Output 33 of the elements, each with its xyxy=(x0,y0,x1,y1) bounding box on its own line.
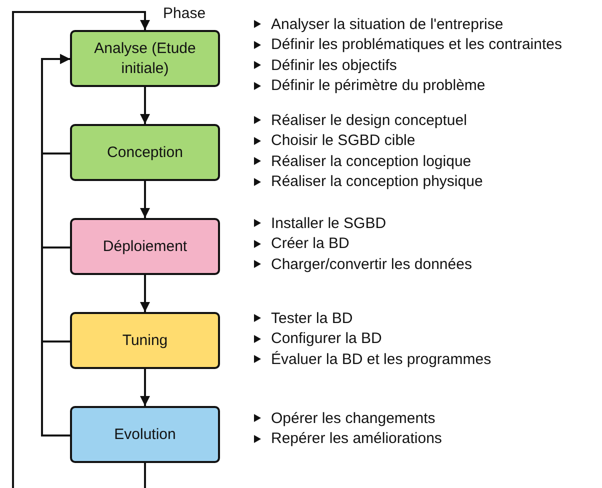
phase-name: Tuning xyxy=(122,330,168,350)
task-text: Réaliser le design conceptuel xyxy=(271,112,467,129)
task-text: Repérer les améliorations xyxy=(271,430,442,448)
task-text: Réaliser la conception physique xyxy=(271,173,483,190)
task-text: Créer la BD xyxy=(271,235,350,252)
task-text: Charger/convertir les données xyxy=(271,256,472,273)
column-heading: Phase xyxy=(163,5,206,22)
task-text: Choisir le SGBD cible xyxy=(271,132,416,150)
task-text: Définir le périmètre du problème xyxy=(271,77,486,94)
arrow xyxy=(140,181,150,218)
process-box xyxy=(70,312,220,369)
arrow xyxy=(140,369,150,406)
phase-name: Evolution xyxy=(114,424,176,444)
arrow xyxy=(12,11,150,488)
process-box xyxy=(70,30,220,87)
arrow xyxy=(140,275,150,312)
process-box xyxy=(70,124,220,181)
task-text: Configurer la BD xyxy=(271,330,382,348)
process-box xyxy=(70,406,220,463)
task-text: Définir les problématiques et les contraintes xyxy=(271,36,562,54)
phase-name: Déploiement xyxy=(102,236,188,256)
task-text: Réaliser la conception logique xyxy=(271,152,472,170)
task-text: Évaluer la BD et les programmes xyxy=(271,350,492,368)
task-text: Opérer les changements xyxy=(271,410,436,427)
phase-name: Conception xyxy=(107,142,183,162)
task-text: Installer le SGBD xyxy=(271,214,386,232)
task-text: Définir les objectifs xyxy=(271,56,397,74)
arrow xyxy=(41,54,70,436)
task-text: Analyser la situation de l'entreprise xyxy=(271,16,504,33)
phase-name: Analyse (Etude initiale) xyxy=(93,38,197,78)
arrow xyxy=(140,87,150,124)
process-box xyxy=(70,218,220,275)
task-text: Tester la BD xyxy=(271,310,353,327)
